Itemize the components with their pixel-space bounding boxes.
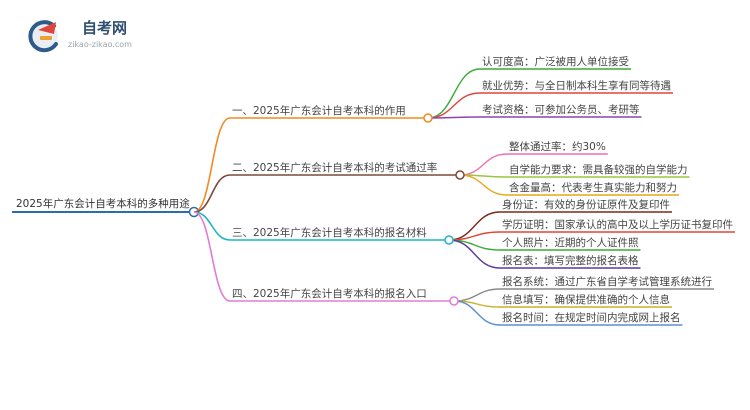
leaf-label: 信息填写：确保提供准确的个人信息 [502, 293, 670, 306]
leaf-label: 学历证明：国家承认的高中及以上学历证书复印件 [502, 218, 733, 231]
leaf-label: 个人照片：近期的个人证件照 [502, 236, 639, 249]
leaf-connector-line [427, 116, 481, 119]
logo-subtitle: zikao-zikao.com [68, 40, 132, 49]
branch-label: 三、2025年广东会计自考本科的报名材料 [232, 226, 427, 239]
leaf-node[interactable]: 报名表：填写完整的报名表格 [448, 239, 641, 269]
logo[interactable]: 自考网 zikao-zikao.com [28, 19, 132, 53]
leaf-connector-line [453, 288, 501, 302]
leaf-label: 整体通过率：约30% [509, 140, 606, 153]
branch-label: 四、2025年广东会计自考本科的报名入口 [232, 287, 427, 300]
leaf-label: 考试资格：可参加公务员、考研等 [482, 103, 640, 116]
branch-label: 一、2025年广东会计自考本科的作用 [232, 104, 406, 117]
leaf-label: 自学能力要求：需具备较强的自学能力 [509, 163, 688, 176]
leaf-label: 身份证：有效的身份证原件及复印件 [502, 198, 670, 211]
leaf-connector-line [427, 68, 481, 119]
branch-connector-line [193, 174, 231, 213]
root-node[interactable]: 2025年广东会计自考本科的多种用途 [12, 197, 200, 218]
leaf-label: 就业优势：与全日制本科生享有同等待遇 [482, 79, 671, 92]
leaf-node[interactable]: 就业优势：与全日制本科生享有同等待遇 [427, 79, 673, 119]
branch-node-1[interactable]: 一、2025年广东会计自考本科的作用 [193, 104, 433, 213]
leaf-node[interactable]: 信息填写：确保提供准确的个人信息 [453, 293, 672, 308]
leaf-label: 含金量高：代表考生真实能力和努力 [509, 181, 677, 194]
leaf-label: 认可度高：广泛被用人单位接受 [482, 55, 629, 68]
logo-title: 自考网 [82, 19, 127, 37]
leaf-node[interactable]: 个人照片：近期的个人证件照 [448, 236, 641, 251]
leaf-node[interactable]: 认可度高：广泛被用人单位接受 [427, 55, 631, 119]
branch-node-3[interactable]: 三、2025年广东会计自考本科的报名材料 [193, 211, 454, 245]
leaf-node[interactable]: 含金量高：代表考生真实能力和努力 [459, 174, 679, 196]
leaf-connector-line [453, 300, 501, 326]
branch-node-2[interactable]: 二、2025年广东会计自考本科的考试通过率 [193, 161, 465, 213]
leaf-connector-line [448, 239, 501, 269]
leaf-node[interactable]: 考试资格：可参加公务员、考研等 [427, 103, 642, 119]
root-label: 2025年广东会计自考本科的多种用途 [16, 197, 190, 210]
branch-connector[interactable] [455, 170, 465, 180]
leaf-node[interactable]: 自学能力要求：需具备较强的自学能力 [459, 163, 690, 178]
logo-icon [28, 20, 58, 53]
branch-connector[interactable] [423, 113, 433, 123]
branch-connector-line [193, 117, 231, 213]
leaf-node[interactable]: 报名时间：在规定时间内完成网上报名 [453, 300, 683, 326]
branches-layer: 认可度高：广泛被用人单位接受就业优势：与全日制本科生享有同等待遇考试资格：可参加… [193, 55, 735, 326]
branch-connector[interactable] [444, 235, 454, 245]
leaf-label: 报名时间：在规定时间内完成网上报名 [502, 311, 681, 324]
leaf-connector-line [459, 153, 508, 176]
leaf-node[interactable]: 身份证：有效的身份证原件及复印件 [448, 198, 672, 241]
branch-connector-line [193, 211, 231, 302]
leaf-connector-line [459, 174, 508, 196]
branch-label: 二、2025年广东会计自考本科的考试通过率 [232, 161, 437, 174]
branch-node-4[interactable]: 四、2025年广东会计自考本科的报名入口 [193, 211, 459, 306]
branch-connector[interactable] [449, 296, 459, 306]
leaf-label: 报名表：填写完整的报名表格 [502, 254, 639, 267]
leaf-label: 报名系统：通过广东省自学考试管理系统进行 [502, 275, 712, 288]
leaf-connector-line [427, 92, 481, 119]
